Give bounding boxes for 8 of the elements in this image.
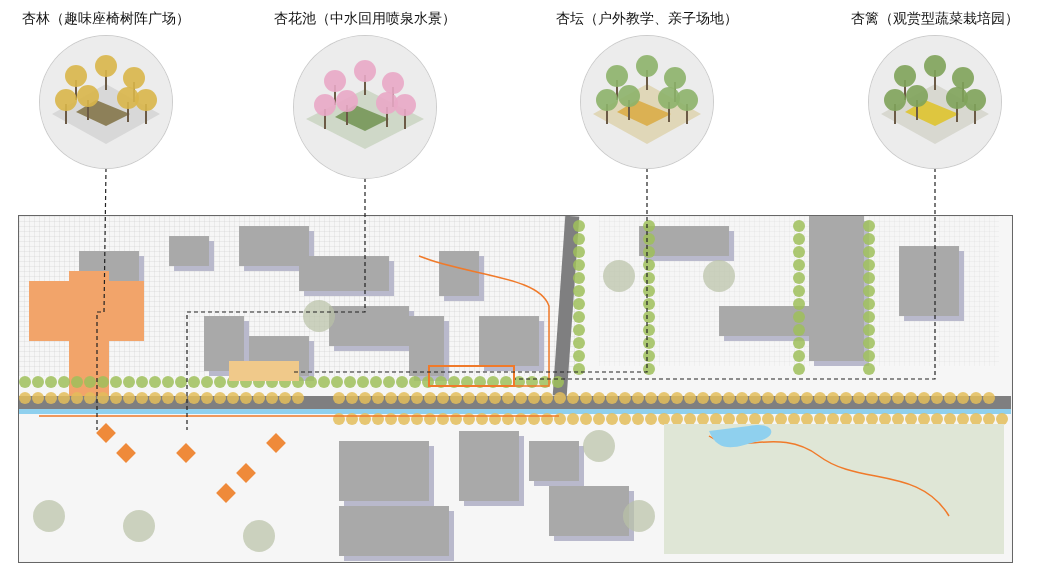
leader-line [291,167,648,373]
scene-title: 杏林（趣味座椅树阵广场） [22,9,190,28]
leader-line [514,167,936,380]
scene-title: 杏篱（观赏型蔬菜栽培园） [851,9,1019,28]
leader-line [96,167,107,431]
scene-title: 杏坛（户外教学、亲子场地） [556,9,738,28]
scene-title: 杏花池（中水回用喷泉水景） [274,9,456,28]
leader-line [186,177,366,431]
